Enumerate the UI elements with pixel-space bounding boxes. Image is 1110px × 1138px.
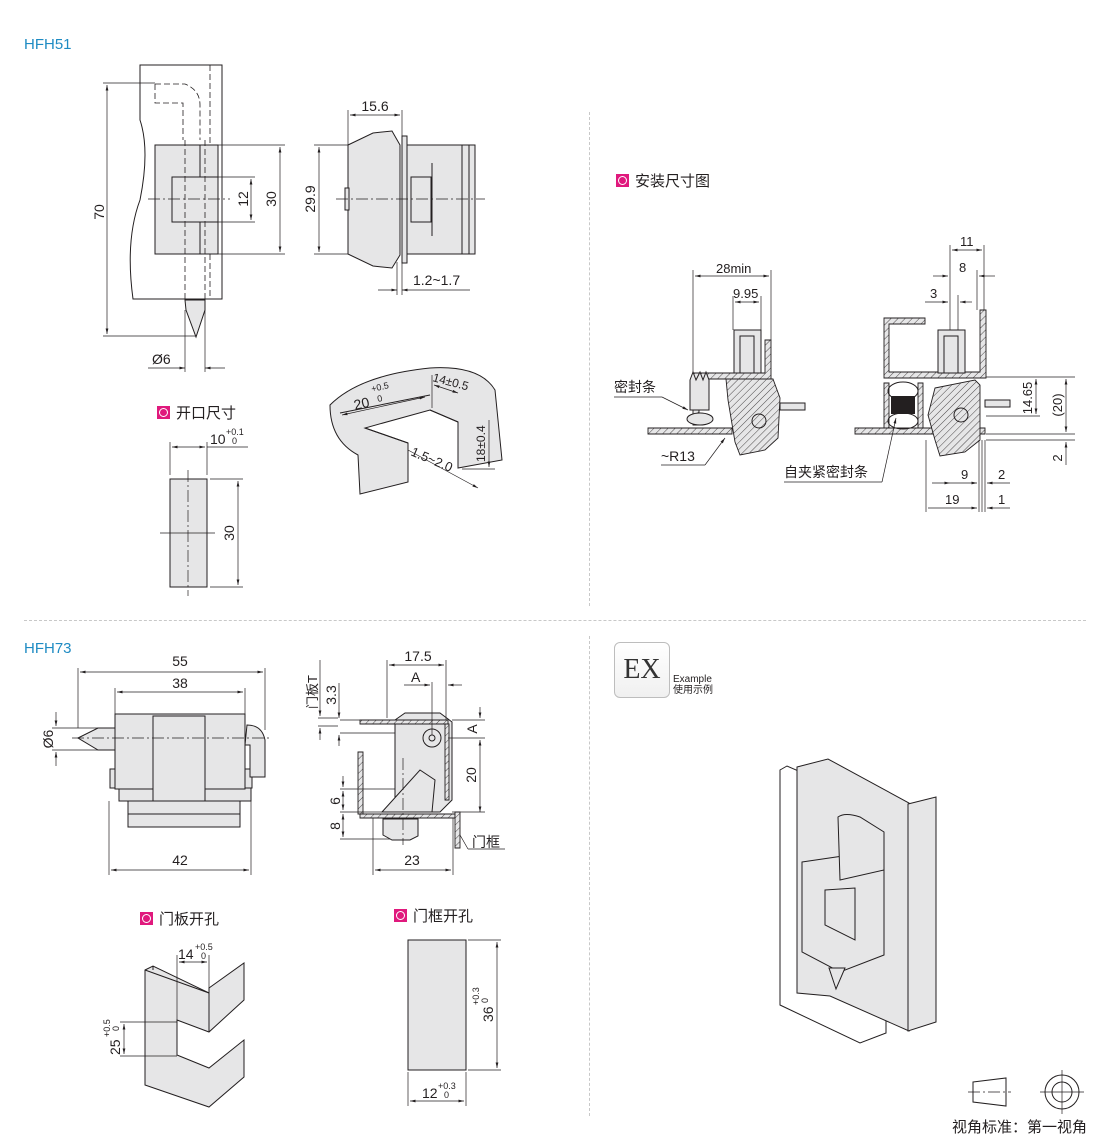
- section-title-frame-cutout: 门框开孔: [394, 905, 473, 926]
- model-label-hfh73: HFH73: [24, 640, 72, 657]
- label-door-frame: 门框: [472, 834, 500, 850]
- label-r13: ~R13: [661, 448, 695, 464]
- tol-upper: +0.1: [226, 427, 244, 437]
- section-title-cutout: 开口尺寸: [157, 402, 236, 423]
- section-divider-horizontal: [24, 620, 1086, 621]
- dim-11: 11: [960, 234, 974, 249]
- dim-3: 3: [930, 286, 937, 301]
- dim-9-95: 9.95: [733, 286, 758, 301]
- install-left-view: 28min 9.95 密封条 ~R13: [614, 261, 806, 466]
- tol-upper: +0.5: [195, 942, 213, 952]
- dim-8-hfh73: 8: [327, 822, 343, 830]
- label-seal: 密封条: [614, 379, 656, 395]
- section-marker-icon: [394, 909, 407, 922]
- dim-10: 10: [210, 431, 226, 447]
- hfh51-cutout-view: 10 +0.1 0 30: [160, 427, 248, 596]
- hfh73-front-view: 55 38 42 Ø6: [40, 653, 272, 875]
- dim-20-paren: (20): [1050, 393, 1065, 416]
- label-door-panel-t: 门板T: [305, 675, 320, 709]
- hfh51-side-view: 15.6 29.9 1.2~1.7: [302, 98, 485, 295]
- tol-upper: +0.3: [438, 1081, 456, 1091]
- tol-lower: 0: [480, 998, 490, 1003]
- dim-pin-dia: Ø6: [152, 351, 171, 367]
- tol-upper: +0.3: [471, 987, 481, 1005]
- dim-12-frame: 12: [422, 1085, 438, 1101]
- dim-36-frame: 36: [480, 1006, 496, 1022]
- dim-1: 1: [998, 492, 1005, 507]
- tol-lower: 0: [232, 436, 237, 446]
- dim-a-top: A: [411, 669, 421, 685]
- dim-28min: 28min: [716, 261, 751, 276]
- dim-29-9: 29.9: [302, 185, 318, 212]
- dim-42: 42: [172, 852, 188, 868]
- dim-23: 23: [404, 852, 420, 868]
- dim-9: 9: [961, 467, 968, 482]
- tol-upper: +0.5: [102, 1019, 112, 1037]
- hfh73-door-cutout: 14 +0.5 0 25 +0.5 0: [102, 942, 245, 1108]
- section-marker-icon: [140, 912, 153, 925]
- tol-lower: 0: [444, 1090, 449, 1100]
- dim-70: 70: [91, 204, 107, 220]
- section-divider-vertical-top: [589, 112, 590, 606]
- projection-cone-icon: [972, 1077, 1007, 1107]
- dim-pin-dia-hfh73: Ø6: [40, 729, 56, 748]
- dim-3-3: 3.3: [323, 685, 339, 705]
- hfh73-frame-cutout: 36 +0.3 0 12 +0.3 0: [407, 939, 501, 1106]
- dim-1-2-1-7: 1.2~1.7: [413, 272, 460, 288]
- hfh51-iso-cutout: 20 +0.5 0 14±0.5 18±0.4 1.5~2.0: [329, 367, 503, 495]
- tol-upper: +0.5: [370, 380, 390, 394]
- example-badge: EX: [614, 642, 670, 698]
- section-title-door-cutout: 门板开孔: [140, 908, 219, 929]
- dim-55: 55: [172, 653, 188, 669]
- dim-12: 12: [235, 191, 251, 207]
- install-right-view: 11 8 3 14.65 (20) 2 9 2 19 1 自夹紧密封条: [784, 234, 1075, 512]
- hfh51-front-view: 70 30 12 Ø6: [91, 64, 285, 372]
- dim-38: 38: [172, 675, 188, 691]
- section-marker-icon: [616, 174, 629, 187]
- section-marker-icon: [157, 406, 170, 419]
- dim-2-vertical: 2: [1050, 454, 1065, 461]
- dim-20: 20: [352, 394, 371, 413]
- dim-18: 18±0.4: [474, 425, 488, 462]
- projection-label: 视角标准：第一视角: [952, 1119, 1088, 1136]
- dim-30-cutout: 30: [221, 525, 237, 541]
- hfh73-side-view: 17.5 A A 20 门板T 3.3 6 8 23 门框: [305, 648, 505, 875]
- section-title-install: 安装尺寸图: [616, 170, 710, 191]
- tol-lower: 0: [111, 1026, 121, 1031]
- dim-15-6: 15.6: [361, 98, 388, 114]
- dim-2-horizontal: 2: [998, 467, 1005, 482]
- example-label: Example 使用示例: [673, 674, 713, 696]
- dim-14-door: 14: [178, 946, 194, 962]
- label-self-clamping-seal: 自夹紧密封条: [784, 464, 868, 480]
- model-label-hfh51: HFH51: [24, 36, 72, 53]
- dim-14-65: 14.65: [1020, 382, 1035, 415]
- tol-lower: 0: [201, 951, 206, 961]
- dim-a-side: A: [464, 724, 480, 734]
- dim-8: 8: [959, 260, 966, 275]
- dim-6: 6: [327, 797, 343, 805]
- dim-20-hfh73: 20: [463, 767, 479, 783]
- section-divider-vertical-bottom: [589, 636, 590, 1116]
- tol-lower: 0: [376, 393, 383, 404]
- dim-19: 19: [945, 492, 959, 507]
- dim-17-5: 17.5: [404, 648, 431, 664]
- projection-circle-icon: [1040, 1070, 1084, 1114]
- dim-25-door: 25: [107, 1039, 123, 1055]
- dim-30: 30: [263, 191, 279, 207]
